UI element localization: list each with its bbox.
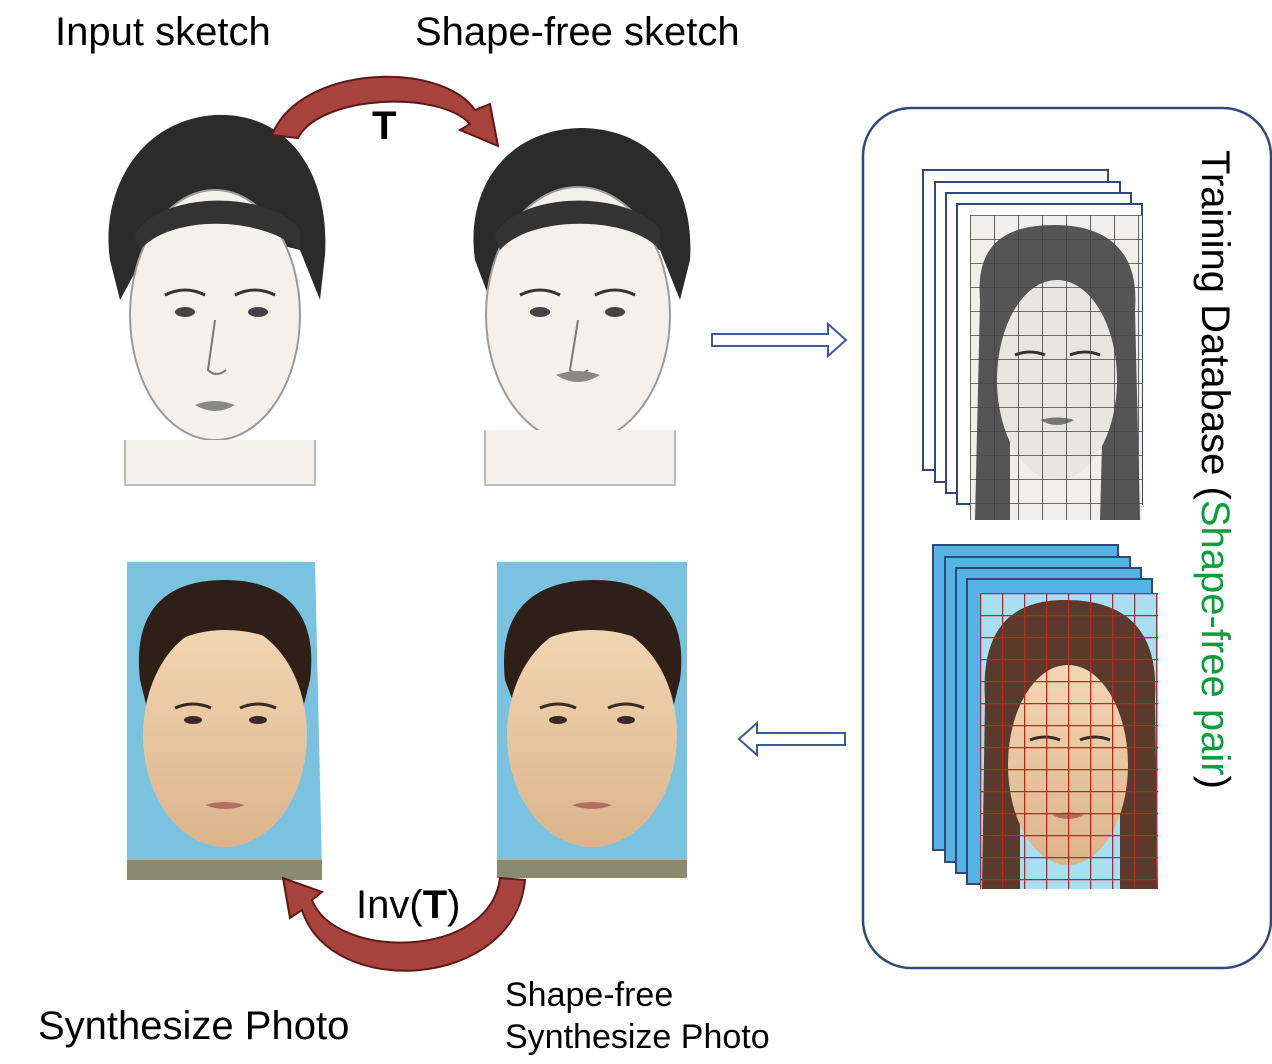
training-photo-image <box>980 593 1158 889</box>
training-database-paren-open: ( <box>1193 486 1237 500</box>
right-flow-arrow <box>711 321 848 359</box>
shape-free-photo-label-line2: Synthesize Photo <box>505 1018 770 1056</box>
training-database-box <box>861 106 1272 970</box>
inverse-suffix: ) <box>447 883 461 927</box>
inverse-t: T <box>422 883 448 927</box>
transform-arc-arrow <box>270 75 500 148</box>
synthesized-photo-image <box>127 562 322 880</box>
inverse-transform-arc-arrow <box>281 876 527 972</box>
input-sketch-image <box>108 114 326 486</box>
training-database-paren-close: ) <box>1193 775 1237 789</box>
training-photo-stack <box>932 544 1158 889</box>
left-flow-arrow <box>737 720 846 758</box>
training-sketch-stack <box>922 169 1143 520</box>
training-database-title-main: Training Database <box>1193 150 1237 476</box>
shape-free-photo-label-line1: Shape-free <box>505 976 674 1014</box>
shape-free-pair-label: Shape-free pair <box>1193 499 1237 776</box>
transform-label: T <box>372 104 397 148</box>
input-sketch-label: Input sketch <box>55 10 271 54</box>
inverse-transform-label: Inv(T) <box>356 885 460 925</box>
training-database-title: Training Database (Shape-free pair) <box>1193 150 1237 789</box>
shape-free-sketch-label: Shape-free sketch <box>415 10 740 54</box>
shape-free-sketch-image <box>473 128 691 486</box>
inverse-prefix: Inv( <box>356 883 423 927</box>
shape-free-synthesized-photo-image <box>497 562 687 878</box>
training-sketch-image <box>970 215 1142 520</box>
synthesize-photo-label: Synthesize Photo <box>38 1004 350 1048</box>
